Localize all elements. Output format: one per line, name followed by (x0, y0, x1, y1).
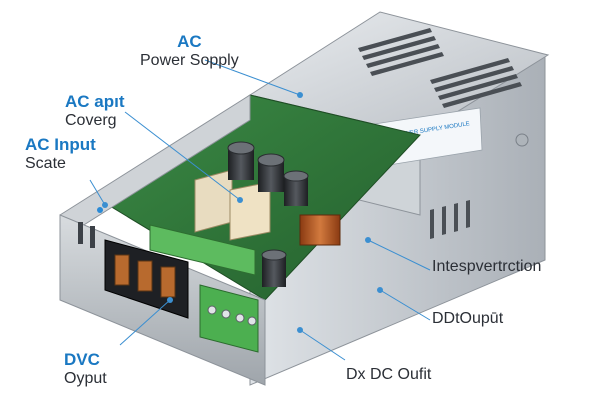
lid-vent-slots (358, 28, 522, 108)
callout-title: DVC (64, 350, 100, 369)
callout-title: AC apıt (65, 92, 125, 111)
front-vent-slots (78, 222, 95, 248)
dc-terminal-screws (207, 305, 257, 326)
callout-subtitle: Scate (25, 154, 66, 172)
callout-ac-input-cover: AC apıt Coverg (65, 92, 125, 130)
callout-ac-power-supply: AC Power Sopply (140, 32, 239, 70)
callout-subtitle: Oyput (64, 369, 107, 387)
callout-title: AC Input (25, 135, 96, 154)
capacitors (227, 141, 309, 287)
callout-dx-dc-output: Dx DC Oufit (346, 366, 432, 383)
callout-title: AC (177, 32, 202, 51)
callout-ac-input-scale: AC Input Scate (25, 135, 96, 173)
dc-output-terminal (199, 284, 259, 353)
callout-dvc-output: DVC Oyput (64, 350, 107, 388)
green-terminal-strip (149, 224, 256, 276)
ac-terminal-screws (114, 254, 176, 298)
callout-dc-output: DDtOupūt (432, 310, 504, 327)
callout-interconnection: Intespvertrction (432, 258, 542, 275)
front-indicator-led (97, 207, 103, 213)
callout-dots (102, 92, 383, 333)
callout-subtitle: Power Sopply (140, 51, 239, 69)
callout-leaders (89, 59, 431, 361)
callout-subtitle: Coverg (65, 111, 117, 129)
transformer-b (229, 181, 271, 241)
copper-inductor-coil (299, 214, 341, 246)
side-screw (515, 133, 529, 147)
side-vent-slots (430, 200, 470, 239)
